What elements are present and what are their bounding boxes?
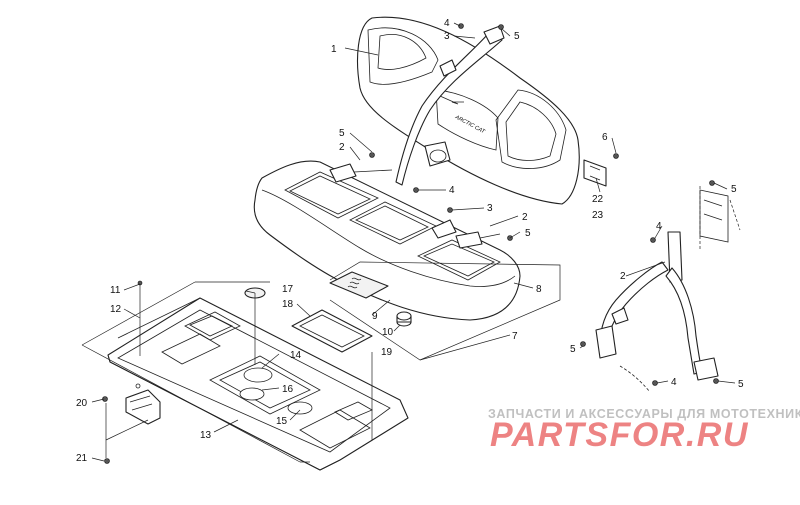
seat-bumper [396,311,412,327]
callout-15: 15 [276,416,288,427]
backrest-bracket [583,159,607,187]
callout-20: 20 [76,398,88,409]
callout-23: 23 [592,210,604,221]
callout-2a: 2 [339,142,345,153]
callout-4d: 4 [671,377,677,388]
callout-5f: 5 [738,379,744,390]
leader-lines [91,22,736,462]
callout-5b: 5 [339,128,345,139]
callout-16: 16 [282,384,294,395]
callout-6: 6 [602,132,608,143]
hardware-fasteners [102,23,719,464]
seat-belt-buckle-center [431,219,457,239]
seat-floor-panel [107,297,409,471]
callout-2c: 2 [620,271,626,282]
callout-21: 21 [76,453,88,464]
callout-13: 13 [200,430,212,441]
callout-19: 19 [381,347,393,358]
watermark-logo: PARTSFOR.RU [490,416,749,454]
seat-belt-buckle-right [455,231,501,249]
callout-17: 17 [282,284,294,295]
callout-18: 18 [282,299,294,310]
callout-4c: 4 [656,221,662,232]
backrest-belt-retractor [424,141,451,167]
callout-12: 12 [110,304,122,315]
watermark-logo-text: PARTSFOR.RU [490,416,749,454]
access-cover-plate [291,309,373,353]
callout-3a: 3 [444,31,450,42]
callout-4b: 4 [449,185,455,196]
callout-8: 8 [536,284,542,295]
side-seat-belt-assembly [595,189,729,393]
callout-11: 11 [110,285,121,296]
shoulder-belt-upper [395,25,505,186]
callout-3b: 3 [487,203,493,214]
callout-4a: 4 [444,18,450,29]
callout-5c: 5 [525,228,531,239]
floor-bracket [125,383,161,425]
callout-7: 7 [512,331,518,342]
seat-backrest: ARCTIC CAT [357,16,580,205]
callout-2b: 2 [522,212,528,223]
seat-belt-buckle-left [329,163,393,183]
callout-22: 22 [592,194,604,205]
callout-14: 14 [290,350,302,361]
callout-5a: 5 [514,31,520,42]
callout-5d: 5 [731,184,737,195]
callout-numbers: 1 4 3 5 5 2 4 3 2 5 6 22 23 5 4 2 5 4 5 … [76,18,744,464]
watermark-tagline: ЗАПЧАСТИ И АКСЕССУАРЫ ДЛЯ МОТОТЕХНИКИ [488,407,800,421]
callout-5e: 5 [570,344,576,355]
callout-10: 10 [382,327,394,338]
foam-pad [329,271,389,299]
callout-9: 9 [372,311,378,322]
callout-1: 1 [331,44,337,55]
